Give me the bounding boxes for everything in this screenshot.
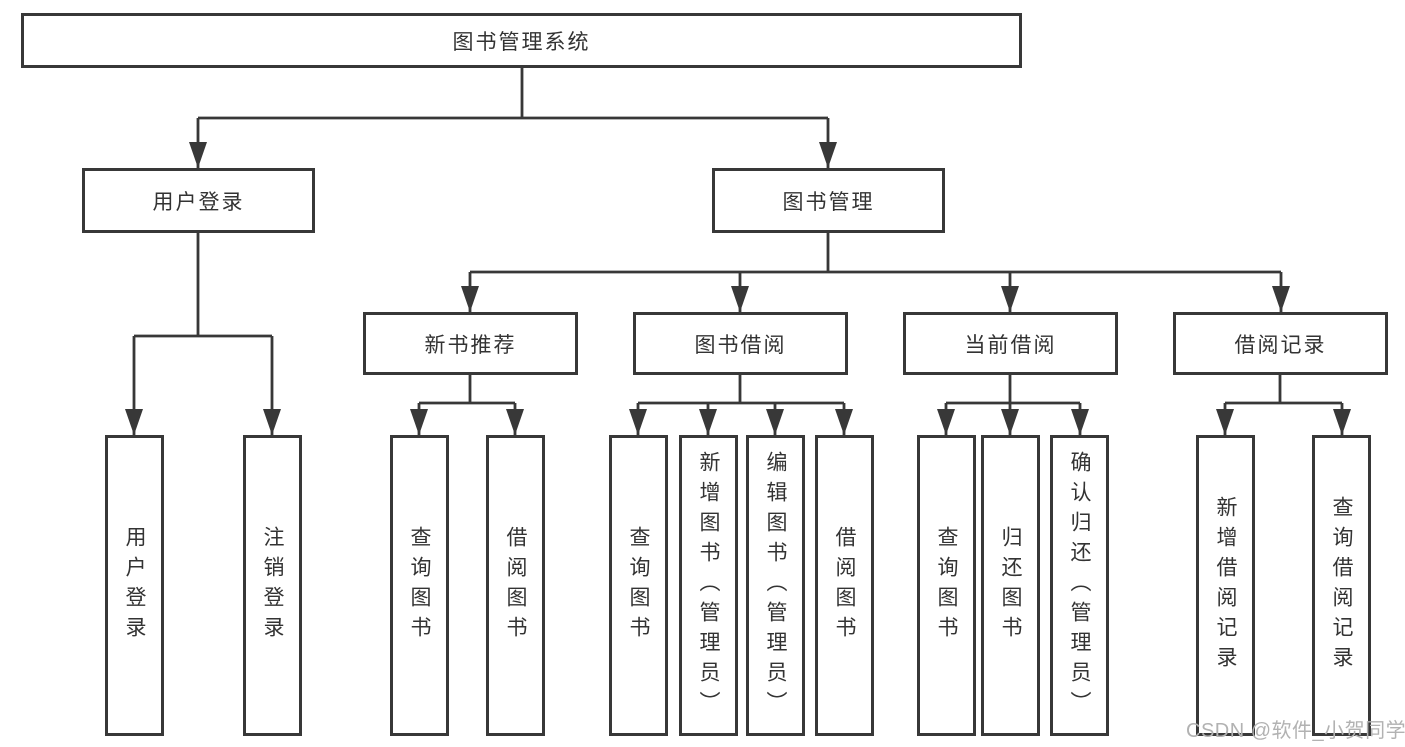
arrow-down-icon: [731, 286, 749, 312]
arrow-down-icon: [819, 142, 837, 168]
arrow-down-icon: [1216, 409, 1234, 435]
node-label: 借阅图书: [504, 525, 527, 646]
node-label: 图书借阅: [694, 333, 787, 357]
node-label: 用户登录: [123, 525, 146, 646]
node-book-borrow: 图书借阅: [633, 312, 848, 375]
node-label: 确认归还（管理员）: [1068, 450, 1091, 721]
node-user-login: 用户登录: [82, 168, 315, 233]
connector-path-group: [132, 68, 1344, 435]
arrow-down-icon: [1071, 409, 1089, 435]
tree-connector-paths: [132, 68, 1344, 435]
arrow-down-icon: [835, 409, 853, 435]
arrow-down-icon: [937, 409, 955, 435]
node-label: 编辑图书（管理员）: [764, 450, 787, 721]
node-label: 新增图书（管理员）: [697, 450, 720, 721]
node-label: 查询借阅记录: [1330, 495, 1353, 676]
node-label: 查询图书: [935, 525, 958, 646]
node-label: 图书管理: [782, 190, 875, 214]
arrow-down-icon: [461, 286, 479, 312]
node-label: 图书管理系统: [452, 30, 591, 54]
node-label: 借阅图书: [833, 525, 856, 646]
leaf-return-books: 归还图书: [981, 435, 1040, 736]
leaf-add-borrow-record: 新增借阅记录: [1196, 435, 1255, 736]
node-label: 用户登录: [152, 190, 245, 214]
arrowheads: [125, 142, 1351, 435]
leaf-add-books-admin: 新增图书（管理员）: [679, 435, 738, 736]
node-current-borrow: 当前借阅: [903, 312, 1118, 375]
arrow-down-icon: [410, 409, 428, 435]
leaf-user-login: 用户登录: [105, 435, 164, 736]
arrow-down-icon: [1272, 286, 1290, 312]
csdn-watermark: CSDN @软件_小贺同学: [1186, 720, 1405, 742]
node-library-management-system: 图书管理系统: [21, 13, 1022, 68]
leaf-query-books: 查询图书: [609, 435, 668, 736]
node-label: 新书推荐: [424, 333, 517, 357]
leaf-query-books: 查询图书: [917, 435, 976, 736]
node-label: 注销登录: [261, 525, 284, 646]
node-label: 归还图书: [999, 525, 1022, 646]
node-book-management: 图书管理: [712, 168, 945, 233]
leaf-confirm-return-admin: 确认归还（管理员）: [1050, 435, 1109, 736]
node-label: 新增借阅记录: [1214, 495, 1237, 676]
leaf-borrow-books: 借阅图书: [815, 435, 874, 736]
arrow-down-icon: [1333, 409, 1351, 435]
node-label: 查询图书: [627, 525, 650, 646]
arrow-down-icon: [1001, 409, 1019, 435]
node-label: 查询图书: [408, 525, 431, 646]
arrow-down-icon: [263, 409, 281, 435]
leaf-edit-books-admin: 编辑图书（管理员）: [746, 435, 805, 736]
arrow-down-icon: [699, 409, 717, 435]
arrow-down-icon: [189, 142, 207, 168]
leaf-query-borrow-record: 查询借阅记录: [1312, 435, 1371, 736]
arrow-down-icon: [506, 409, 524, 435]
node-new-book-recommend: 新书推荐: [363, 312, 578, 375]
leaf-borrow-books: 借阅图书: [486, 435, 545, 736]
node-label: 借阅记录: [1234, 333, 1327, 357]
arrow-down-icon: [766, 409, 784, 435]
arrow-down-icon: [125, 409, 143, 435]
arrow-down-icon: [1001, 286, 1019, 312]
leaf-query-books: 查询图书: [390, 435, 449, 736]
node-label: 当前借阅: [964, 333, 1057, 357]
arrow-down-icon: [629, 409, 647, 435]
leaf-logout: 注销登录: [243, 435, 302, 736]
node-borrow-records: 借阅记录: [1173, 312, 1388, 375]
